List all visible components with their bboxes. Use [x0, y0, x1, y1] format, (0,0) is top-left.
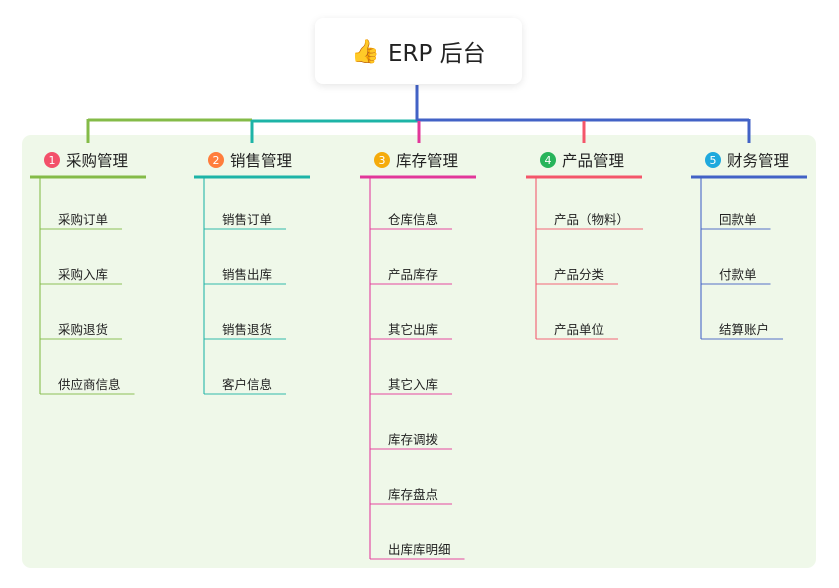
list-item[interactable]: 供应商信息 — [58, 377, 121, 392]
branch-header[interactable]: 5 财务管理 — [691, 146, 807, 174]
list-item[interactable]: 仓库信息 — [388, 212, 439, 227]
list-item[interactable]: 产品（物料） — [554, 212, 630, 227]
list-item[interactable]: 其它出库 — [388, 322, 439, 337]
number-badge: 4 — [540, 152, 556, 168]
list-item[interactable]: 产品分类 — [554, 267, 605, 282]
branch-5[interactable]: 5 财务管理 — [691, 146, 807, 174]
list-item[interactable]: 结算账户 — [719, 322, 770, 337]
branch-title: 采购管理 — [66, 152, 129, 170]
thumbs-up-icon: 👍 — [351, 38, 380, 65]
number-badge: 5 — [705, 152, 721, 168]
list-item[interactable]: 库存调拨 — [388, 432, 439, 447]
list-item[interactable]: 其它入库 — [388, 377, 439, 392]
diagram-background — [22, 135, 816, 568]
branch-title: 财务管理 — [727, 152, 790, 170]
branch-title: 库存管理 — [396, 152, 459, 170]
branch-title: 产品管理 — [562, 152, 625, 170]
branch-header[interactable]: 3 库存管理 — [360, 146, 476, 174]
branch-4[interactable]: 4 产品管理 — [526, 146, 642, 174]
branch-2[interactable]: 2 销售管理 — [194, 146, 310, 174]
list-item[interactable]: 产品库存 — [388, 267, 439, 282]
list-item[interactable]: 客户信息 — [222, 377, 273, 392]
branch-header[interactable]: 1 采购管理 — [30, 146, 146, 174]
branch-header[interactable]: 2 销售管理 — [194, 146, 310, 174]
list-item[interactable]: 采购入库 — [58, 267, 109, 282]
list-item[interactable]: 产品单位 — [554, 322, 605, 337]
branch-title: 销售管理 — [230, 152, 293, 170]
list-item[interactable]: 回款单 — [719, 212, 757, 227]
branch-header[interactable]: 4 产品管理 — [526, 146, 642, 174]
list-item[interactable]: 付款单 — [719, 267, 757, 282]
root-title: ERP 后台 — [387, 41, 486, 67]
branch-3[interactable]: 3 库存管理 — [360, 146, 476, 174]
number-badge: 3 — [374, 152, 390, 168]
list-item[interactable]: 采购订单 — [58, 212, 109, 227]
root-node[interactable]: 👍 ERP 后台 — [315, 18, 522, 84]
list-item[interactable]: 销售订单 — [222, 212, 273, 227]
number-badge: 2 — [208, 152, 224, 168]
list-item[interactable]: 采购退货 — [58, 322, 109, 337]
list-item[interactable]: 库存盘点 — [388, 487, 439, 502]
number-badge: 1 — [44, 152, 60, 168]
list-item[interactable]: 出库库明细 — [388, 542, 451, 557]
branch-1[interactable]: 1 采购管理 — [30, 146, 146, 174]
list-item[interactable]: 销售退货 — [222, 322, 273, 337]
list-item[interactable]: 销售出库 — [222, 267, 273, 282]
